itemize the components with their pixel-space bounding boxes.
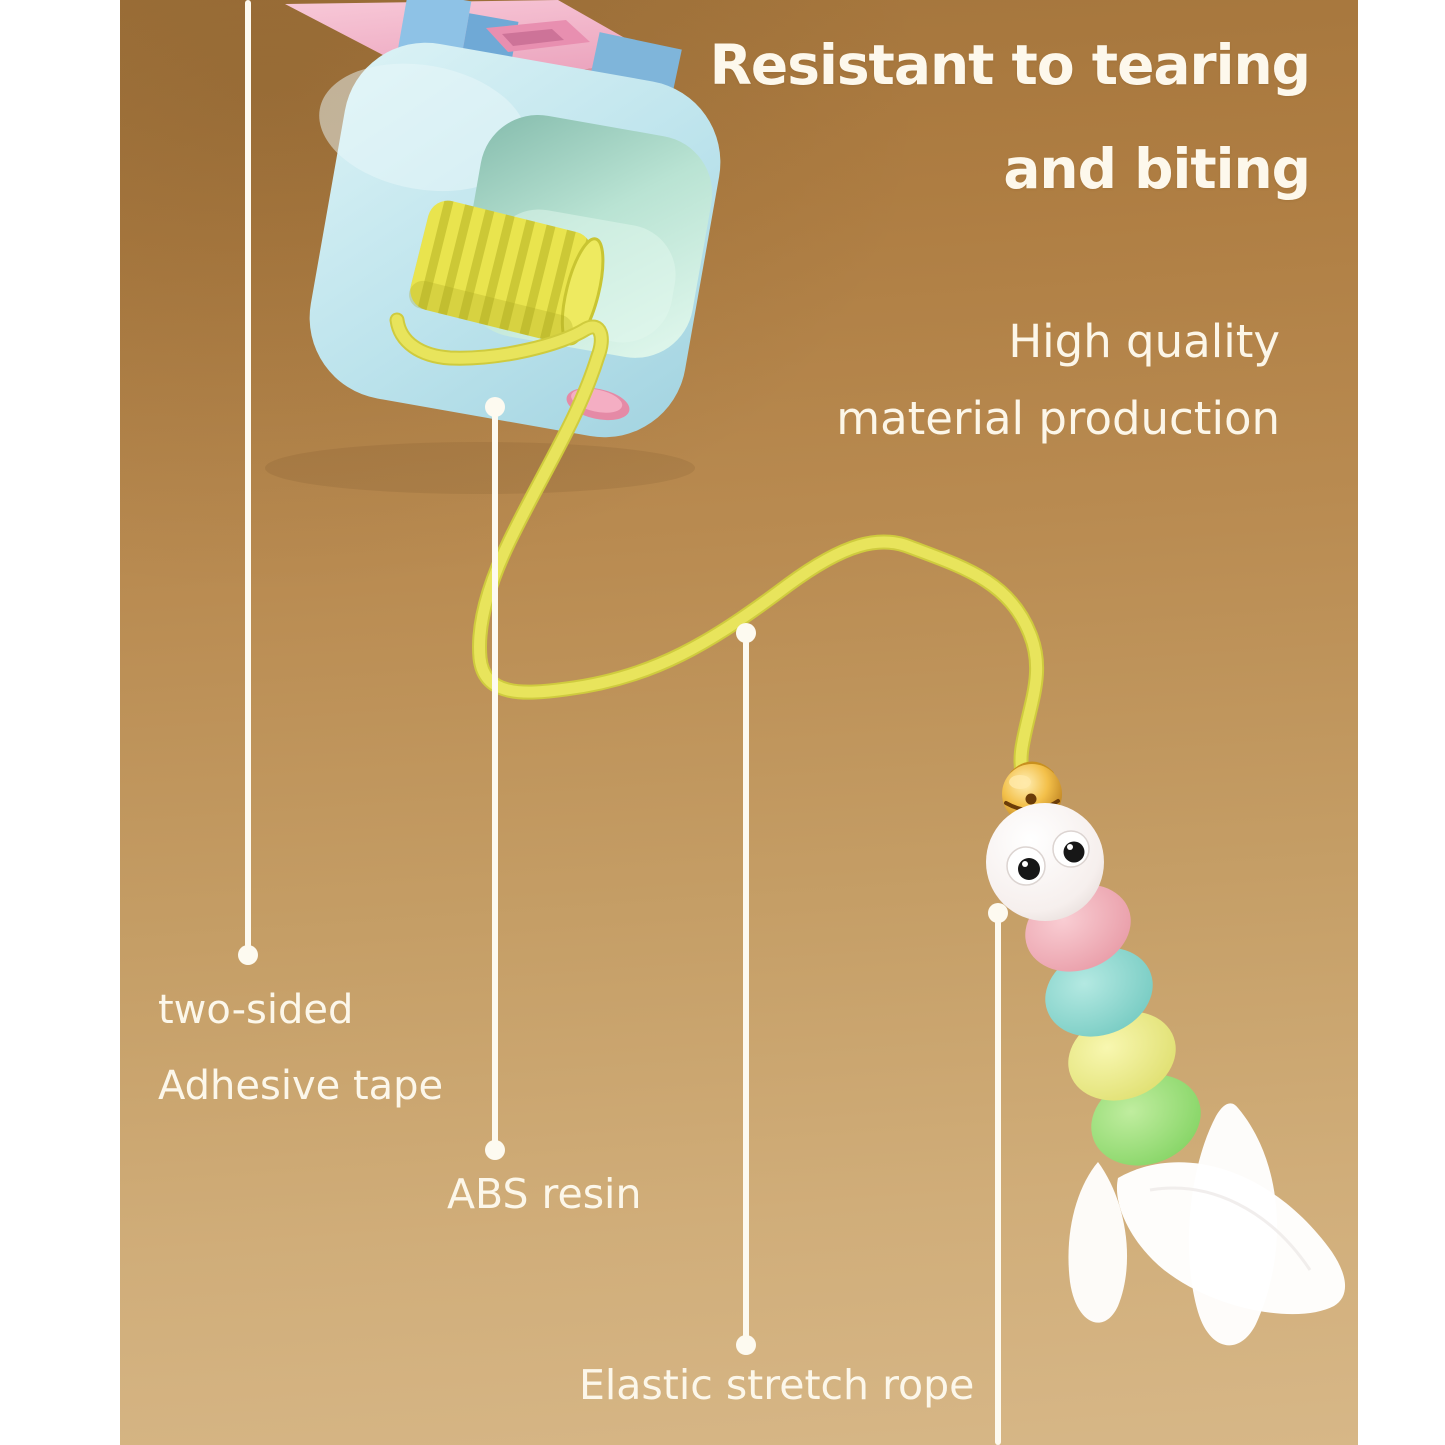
callout-dot-toy — [988, 903, 1008, 923]
callout-dot-abs-resin-bottom — [485, 1140, 505, 1160]
subtitle-line-2: material production — [836, 392, 1280, 445]
callout-label-elastic-rope: Elastic stretch rope — [579, 1361, 975, 1409]
callout-dot-elastic-rope-bottom — [736, 1335, 756, 1355]
device-shadow — [265, 442, 695, 494]
adhesive-tape-label-line-1: two-sided — [158, 987, 354, 1033]
callout-line-adhesive-tape — [245, 0, 251, 948]
callout-dot-elastic-rope-top — [736, 623, 756, 643]
callout-label-adhesive-tape: two-sided Adhesive tape — [158, 972, 443, 1124]
googly-eye-right — [1052, 830, 1090, 868]
feather-tail — [1068, 1103, 1346, 1346]
callout-dot-adhesive-tape — [238, 945, 258, 965]
callout-line-toy — [995, 920, 1001, 1445]
subtitle: High quality material production — [836, 303, 1280, 457]
right-margin — [1358, 0, 1445, 1445]
adhesive-tape-label-line-2: Adhesive tape — [158, 1063, 444, 1109]
googly-eye-left — [1006, 846, 1046, 886]
spring-coil — [409, 200, 605, 346]
callout-dot-abs-resin-top — [485, 397, 505, 417]
title-line-1: Resistant to tearing — [709, 33, 1311, 97]
subtitle-line-1: High quality — [1008, 315, 1280, 368]
elastic-rope — [389, 312, 1045, 781]
plate-slot-inner — [502, 29, 564, 46]
callout-label-abs-resin: ABS resin — [447, 1170, 642, 1218]
title-line-2: and biting — [1003, 137, 1311, 201]
page-title: Resistant to tearing and biting — [709, 13, 1311, 221]
left-margin — [0, 0, 120, 1445]
callout-line-elastic-rope — [743, 640, 749, 1340]
callout-line-abs-resin — [492, 414, 498, 1144]
